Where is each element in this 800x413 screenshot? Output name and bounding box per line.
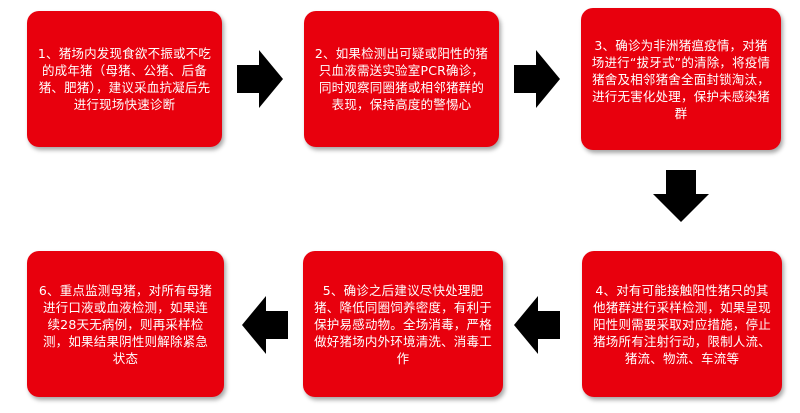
arrow-left-icon [514, 296, 560, 354]
arrow-down-icon [653, 170, 709, 222]
step-6-box: 6、重点监测母猪，对所有母猪进行口液或血液检测，如果连续28天无病例，则再采样检… [27, 251, 224, 397]
step-6-text: 6、重点监测母猪，对所有母猪进行口液或血液检测，如果连续28天无病例，则再采样检… [38, 282, 213, 366]
step-4-box: 4、对有可能接触阳性猪只的其他猪群进行采样检测，如果呈现阳性则需要采取对应措施，… [582, 251, 782, 397]
arrow-right-icon [237, 50, 283, 108]
step-5-text: 5、确诊之后建议尽快处理肥猪、降低同圈饲养密度，有利于保护易感动物。全场消毒，严… [314, 282, 492, 366]
step-3-box: 3、确诊为非洲猪瘟疫情，对猪场进行“拔牙式”的清除，将疫情猪舍及相邻猪舍全面封锁… [581, 8, 781, 150]
arrow-left-icon [242, 296, 288, 354]
step-1-text: 1、猪场内发现食欲不振或不吃的成年猪（母猪、公猪、后备猪、肥猪），建议采血抗凝后… [37, 46, 212, 112]
step-2-box: 2、如果检测出可疑或阳性的猪只血液需送实验室PCR确诊，同时观察同圈猪或相邻猪群… [304, 11, 499, 147]
step-1-box: 1、猪场内发现食欲不振或不吃的成年猪（母猪、公猪、后备猪、肥猪），建议采血抗凝后… [27, 11, 222, 147]
arrow-right-icon [514, 50, 560, 108]
step-3-text: 3、确诊为非洲猪瘟疫情，对猪场进行“拔牙式”的清除，将疫情猪舍及相邻猪舍全面封锁… [591, 37, 771, 121]
step-5-box: 5、确诊之后建议尽快处理肥猪、降低同圈饲养密度，有利于保护易感动物。全场消毒，严… [303, 251, 503, 397]
step-2-text: 2、如果检测出可疑或阳性的猪只血液需送实验室PCR确诊，同时观察同圈猪或相邻猪群… [314, 46, 489, 112]
step-4-text: 4、对有可能接触阳性猪只的其他猪群进行采样检测，如果呈现阳性则需要采取对应措施，… [593, 282, 771, 366]
